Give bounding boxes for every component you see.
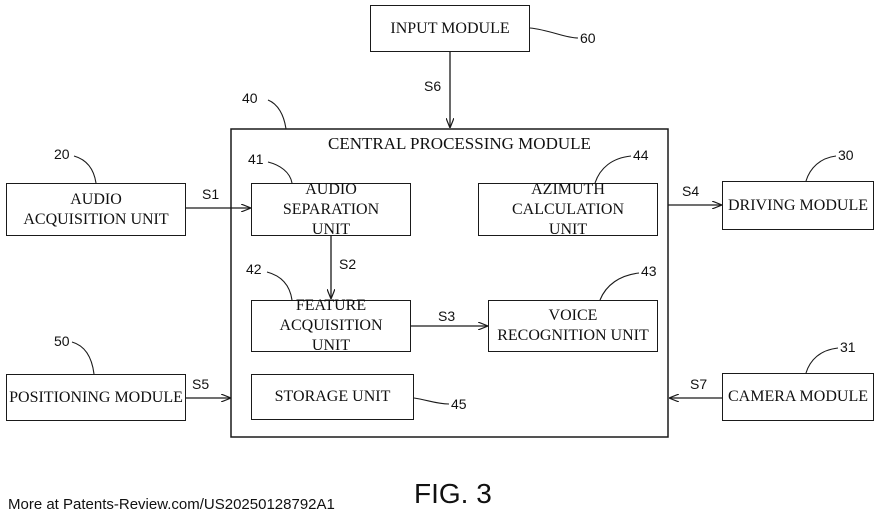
ref-42: 42	[246, 261, 262, 277]
positioning-module-label: POSITIONING MODULE	[9, 388, 183, 408]
signal-s5-label: S5	[192, 376, 209, 392]
feature-acquisition-unit-box: FEATURE ACQUISITION UNIT	[251, 300, 411, 352]
driving-module-label: DRIVING MODULE	[728, 196, 868, 216]
storage-unit-box: STORAGE UNIT	[251, 374, 414, 420]
ref-31: 31	[840, 339, 856, 355]
audio-separation-unit-box: AUDIO SEPARATION UNIT	[251, 183, 411, 236]
signal-s7-label: S7	[690, 376, 707, 392]
ref-44: 44	[633, 147, 649, 163]
input-module-box: INPUT MODULE	[370, 5, 530, 52]
signal-s2-label: S2	[339, 256, 356, 272]
leader-40	[268, 100, 286, 129]
azimuth-calculation-unit-box: AZIMUTH CALCULATION UNIT	[478, 183, 658, 236]
ref-40: 40	[242, 90, 258, 106]
signal-s4-label: S4	[682, 183, 699, 199]
leader-50	[72, 342, 94, 374]
azimuth-calculation-unit-label: AZIMUTH CALCULATION UNIT	[491, 180, 645, 240]
leader-20	[74, 156, 96, 183]
ref-30: 30	[838, 147, 854, 163]
storage-unit-label: STORAGE UNIT	[275, 387, 391, 407]
ref-41: 41	[248, 151, 264, 167]
driving-module-box: DRIVING MODULE	[722, 181, 874, 230]
leader-43	[600, 273, 639, 300]
positioning-module-box: POSITIONING MODULE	[6, 374, 186, 421]
voice-recognition-unit-box: VOICE RECOGNITION UNIT	[488, 300, 658, 352]
camera-module-label: CAMERA MODULE	[728, 387, 868, 407]
audio-separation-unit-label: AUDIO SEPARATION UNIT	[282, 180, 380, 240]
voice-recognition-unit-label: VOICE RECOGNITION UNIT	[493, 306, 653, 346]
signal-s3-label: S3	[438, 308, 455, 324]
leader-45	[414, 398, 449, 404]
ref-50: 50	[54, 333, 70, 349]
ref-43: 43	[641, 263, 657, 279]
signal-s1-label: S1	[202, 186, 219, 202]
leader-30	[806, 156, 836, 181]
signal-s6-label: S6	[424, 78, 441, 94]
feature-acquisition-unit-label: FEATURE ACQUISITION UNIT	[260, 296, 402, 356]
camera-module-box: CAMERA MODULE	[722, 373, 874, 421]
audio-acquisition-unit-box: AUDIO ACQUISITION UNIT	[6, 183, 186, 236]
central-processing-module-title: CENTRAL PROCESSING MODULE	[328, 134, 591, 154]
figure-label: FIG. 3	[414, 478, 492, 510]
leader-31	[806, 348, 838, 373]
footer-source: More at Patents-Review.com/US20250128792…	[8, 496, 335, 513]
input-module-label: INPUT MODULE	[390, 19, 509, 39]
leader-60	[530, 28, 578, 38]
ref-20: 20	[54, 146, 70, 162]
ref-45: 45	[451, 396, 467, 412]
ref-60: 60	[580, 30, 596, 46]
audio-acquisition-unit-label: AUDIO ACQUISITION UNIT	[21, 190, 171, 230]
